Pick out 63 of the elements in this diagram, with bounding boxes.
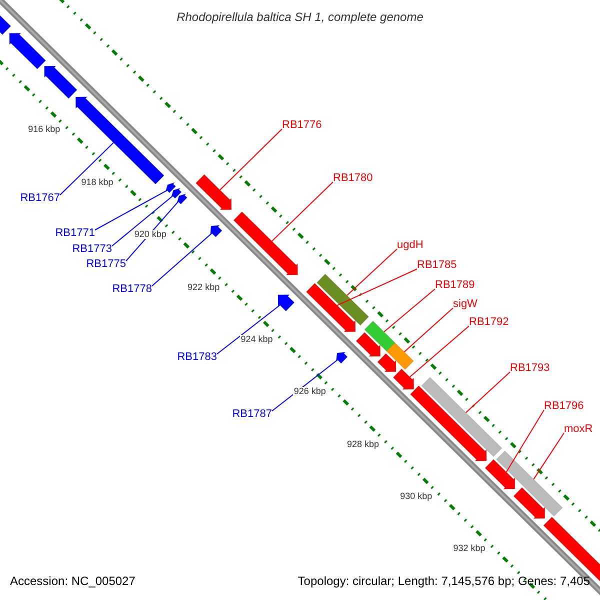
scale-label: 918 kbp <box>80 178 114 187</box>
genome-summary: Topology: circular; Length: 7,145,576 bp; Genes: 7,405 <box>298 575 590 587</box>
scale-label: 916 kbp <box>27 125 62 134</box>
leader-line <box>506 410 544 473</box>
gene-feature <box>170 188 182 199</box>
gene-feature <box>484 459 516 490</box>
gene-feature <box>392 368 414 390</box>
gene-label: RB1767 <box>20 193 60 204</box>
gene-label: RB1778 <box>112 284 152 295</box>
leader-line <box>271 182 334 242</box>
leader-line <box>346 248 398 296</box>
gene-label: RB1776 <box>282 120 322 131</box>
gene-label: RB1783 <box>177 352 217 363</box>
gene-label: RB1785 <box>417 260 457 271</box>
scale-label: 926 kbp <box>292 387 327 396</box>
scale-label: 932 kbp <box>452 544 486 554</box>
gene-feature <box>356 332 381 357</box>
leader-line <box>336 268 418 306</box>
gene-feature <box>196 174 232 210</box>
gene-label: ugdH <box>397 240 424 251</box>
gene-label: RB1775 <box>86 259 126 270</box>
gene-feature <box>44 66 78 99</box>
gene-label: RB1787 <box>232 409 272 420</box>
gene-label: RB1796 <box>544 401 584 412</box>
gene-label: RB1771 <box>55 228 95 239</box>
leader-line <box>219 128 282 190</box>
leader-line <box>152 232 212 286</box>
gene-feature <box>165 182 176 194</box>
gene-feature <box>336 352 348 364</box>
gene-feature <box>210 225 222 238</box>
gene-feature <box>233 211 298 276</box>
scale-label: 922 kbp <box>186 282 221 292</box>
leader-line <box>112 196 174 246</box>
gene-feature <box>176 194 188 204</box>
leader-line <box>94 190 168 230</box>
gene-label: sigW <box>453 299 478 310</box>
gene-feature <box>316 274 369 326</box>
scale-label: 928 kbp <box>346 440 380 449</box>
leader-line <box>465 372 510 414</box>
scale-label: 924 kbp <box>240 334 274 344</box>
gene-label: moxR <box>564 424 593 435</box>
leader-line <box>60 142 114 196</box>
scale-label: 920 kbp <box>133 230 168 240</box>
gene-feature <box>386 342 414 370</box>
gene-feature <box>306 283 356 332</box>
gene-label: RB1792 <box>469 317 509 328</box>
gene-feature <box>377 353 396 372</box>
leader-line <box>216 304 280 354</box>
gene-feature <box>421 376 502 457</box>
gene-feature <box>9 32 46 70</box>
gene-feature <box>410 386 487 462</box>
gene-feature <box>364 320 396 352</box>
title: Rhodopirellula baltica SH 1, complete genome <box>176 11 424 23</box>
gene-label: RB1780 <box>333 173 373 184</box>
scale-label: 930 kbp <box>399 492 434 501</box>
leader-line <box>409 326 470 378</box>
gene-feature <box>513 487 546 519</box>
accession-text: Accession: NC_005027 <box>10 575 136 587</box>
gene-label: RB1789 <box>435 280 475 291</box>
gene-feature <box>278 294 295 312</box>
gene-feature <box>496 450 563 517</box>
gene-label: RB1773 <box>72 244 112 255</box>
gene-label: RB1793 <box>510 363 550 374</box>
